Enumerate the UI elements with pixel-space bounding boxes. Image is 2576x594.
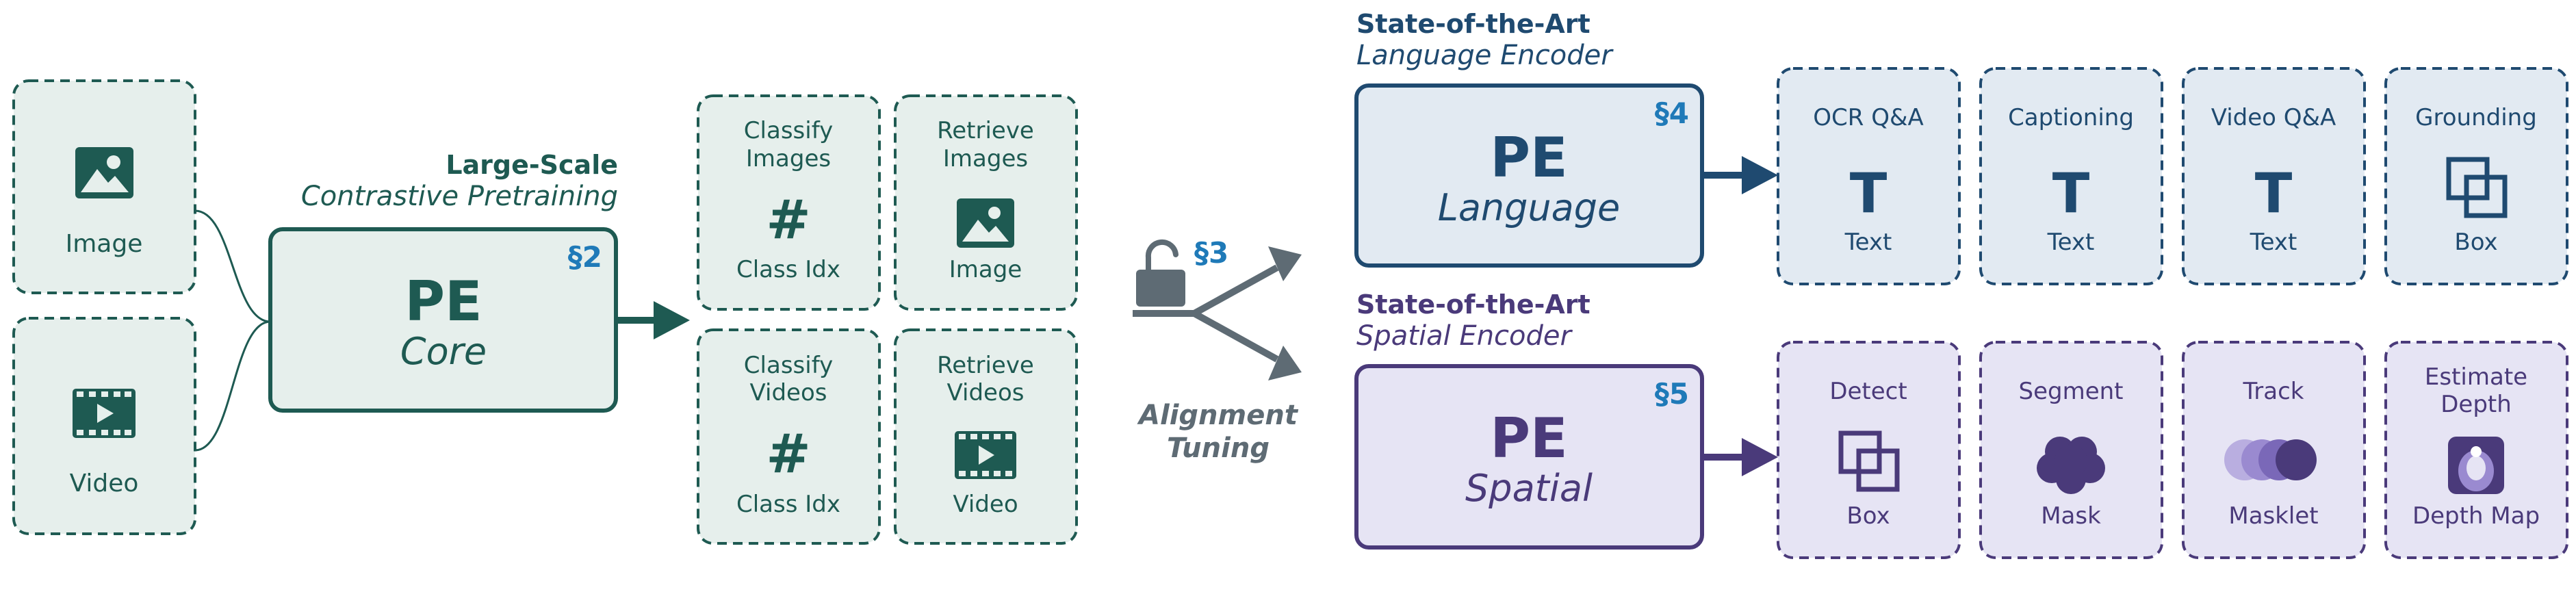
core-task-retrieve-images: Retrieve Images Image <box>894 94 1078 311</box>
task-title-line2: Videos <box>947 379 1025 406</box>
pe-spatial-box: §5 PE Spatial <box>1354 364 1704 550</box>
task-title-line2: Images <box>746 145 831 172</box>
language-task-ocr-qa: OCR Q&A T Text <box>1777 67 1961 285</box>
task-title: Detect <box>1829 378 1907 405</box>
alignment-section-ref: §3 <box>1194 236 1228 270</box>
input-image-label: Image <box>66 230 143 258</box>
box-icon <box>1838 430 1900 492</box>
pe-core-box: §2 PE Core <box>268 227 618 413</box>
language-title: PE <box>1490 126 1567 190</box>
task-output-label: Text <box>2250 229 2297 256</box>
spatial-arrow <box>1704 438 1778 476</box>
task-output-label: Video <box>953 491 1018 518</box>
language-section-ref: §4 <box>1655 96 1689 130</box>
depth-map-icon <box>2448 437 2504 494</box>
spatial-heading-bold: State-of-the-Art <box>1356 289 1590 320</box>
alignment-label-line2: Tuning <box>1167 432 1270 464</box>
language-heading-bold: State-of-the-Art <box>1356 9 1590 39</box>
task-output-label: Class Idx <box>736 491 840 518</box>
language-task-captioning: Captioning T Text <box>1979 67 2163 285</box>
core-task-classify-videos: Classify Videos # Class Idx <box>697 328 881 545</box>
task-title: Captioning <box>2008 104 2134 131</box>
core-section-ref: §2 <box>568 240 602 274</box>
masklet-icon <box>2224 439 2317 480</box>
core-heading-bold: Large-Scale <box>446 150 618 180</box>
task-title-line2: Images <box>943 145 1028 172</box>
task-title-line1: Classify <box>744 352 833 379</box>
spatial-task-estimate-depth: Estimate Depth Depth Map <box>2384 341 2568 559</box>
task-output-label: Depth Map <box>2412 502 2540 530</box>
task-output-label: Box <box>1846 502 1890 530</box>
hash-icon: # <box>766 190 810 251</box>
language-heading-italic: Language Encoder <box>1356 40 1614 71</box>
unlock-icon <box>1136 239 1185 307</box>
input-connectors <box>194 209 271 452</box>
task-title-line1: Retrieve <box>937 117 1034 144</box>
spatial-title: PE <box>1490 406 1567 470</box>
task-output-label: Text <box>1844 229 1892 256</box>
video-icon <box>955 431 1016 479</box>
pe-language-box: §4 PE Language <box>1354 83 1704 268</box>
spatial-task-track: Track Masklet <box>2182 341 2366 559</box>
task-title: Track <box>2243 378 2304 405</box>
alignment-fork-arrows <box>1133 246 1302 380</box>
input-image-box: Image <box>12 79 196 294</box>
text-icon: T <box>2052 162 2090 225</box>
language-subtitle: Language <box>1438 186 1621 229</box>
hash-icon: # <box>766 424 810 485</box>
task-output-label: Text <box>2047 229 2095 256</box>
spatial-heading-italic: Spatial Encoder <box>1356 320 1573 352</box>
spatial-task-segment: Segment Mask <box>1979 341 2163 559</box>
core-arrow <box>618 301 690 339</box>
task-title-line1: Classify <box>744 117 833 144</box>
task-output-label: Image <box>949 256 1022 283</box>
task-title-line2: Videos <box>750 379 827 406</box>
core-task-classify-images: Classify Images # Class Idx <box>697 94 881 311</box>
language-task-grounding: Grounding Box <box>2384 67 2568 285</box>
spatial-section-ref: §5 <box>1655 377 1689 411</box>
image-icon <box>75 147 133 198</box>
task-title: Video Q&A <box>2211 104 2336 131</box>
spatial-task-detect: Detect Box <box>1777 341 1961 559</box>
input-video-box: Video <box>12 317 196 535</box>
spatial-subtitle: Spatial <box>1465 467 1593 510</box>
input-video-label: Video <box>70 469 139 498</box>
video-icon <box>73 389 136 438</box>
core-subtitle: Core <box>400 330 487 373</box>
alignment-label-line1: Alignment <box>1137 400 1299 431</box>
task-title: Segment <box>2019 378 2124 405</box>
task-output-label: Masklet <box>2228 502 2318 530</box>
language-arrow <box>1704 156 1778 194</box>
core-heading-italic: Contrastive Pretraining <box>301 181 618 212</box>
task-output-label: Box <box>2454 229 2497 256</box>
task-title: Grounding <box>2415 104 2537 131</box>
text-icon: T <box>1850 162 1888 225</box>
mask-icon <box>2037 437 2105 494</box>
language-task-video-qa: Video Q&A T Text <box>2182 67 2366 285</box>
box-icon <box>2446 157 2508 218</box>
task-title-line1: Retrieve <box>937 352 1034 379</box>
text-icon: T <box>2255 162 2293 225</box>
core-title: PE <box>404 270 482 333</box>
task-output-label: Mask <box>2041 502 2101 530</box>
task-title-line1: Estimate <box>2425 363 2527 391</box>
core-task-retrieve-videos: Retrieve Videos Video <box>894 328 1078 545</box>
task-output-label: Class Idx <box>736 256 840 283</box>
task-title-line2: Depth <box>2440 391 2512 418</box>
image-icon <box>957 198 1014 248</box>
task-title: OCR Q&A <box>1813 104 1923 131</box>
